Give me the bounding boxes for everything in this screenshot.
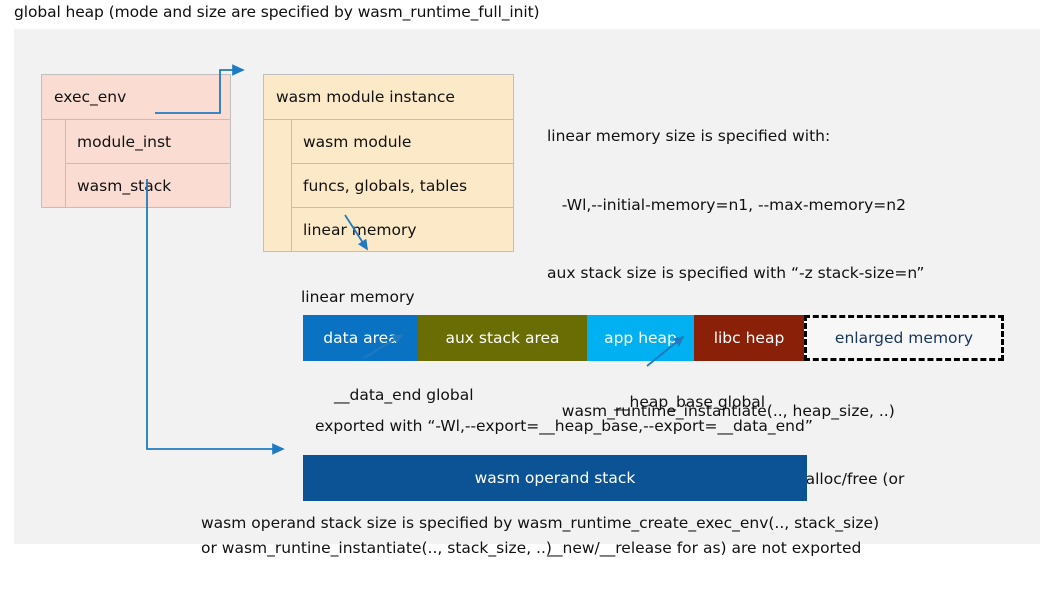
memory-segment-app-heap[interactable]: app heap — [587, 315, 694, 361]
diagram-panel: exec_env module_inst wasm_stack wasm mod… — [14, 29, 1040, 557]
memory-segment-data-area[interactable]: data area — [303, 315, 418, 361]
linear-memory-bar: data area aux stack area app heap libc h… — [303, 315, 1004, 361]
linear-memory-title: linear memory — [301, 288, 415, 306]
note-line: wasm_runtime_instantiate(.., heap_size, … — [547, 401, 895, 420]
linear-memory-row-label: linear memory — [303, 220, 417, 239]
memory-segment-libc-heap[interactable]: libc heap — [694, 315, 804, 361]
diagram-canvas: global heap (mode and size are specified… — [14, 3, 1040, 557]
note-line: linear memory size is specified with: — [547, 126, 831, 145]
module-inst-label: module_inst — [77, 132, 172, 151]
operand-stack-note: wasm operand stack size is specified by … — [201, 511, 879, 561]
data-end-annotation: __data_end global — [334, 386, 474, 404]
global-heap-caption: global heap (mode and size are specified… — [14, 3, 540, 21]
note-line: aux stack size is specified with “-z sta… — [547, 264, 925, 283]
exported-with-annotation: exported with “-Wl,--export=__heap_base,… — [315, 417, 813, 435]
note-line: -Wl,--initial-memory=n1, --max-memory=n2 — [547, 195, 906, 214]
operand-note-line: or wasm_runtine_instantiate(.., stack_si… — [201, 539, 552, 557]
exec-env-group: exec_env module_inst wasm_stack — [41, 74, 231, 208]
wasm-operand-stack-box[interactable]: wasm operand stack — [303, 455, 807, 501]
exec-env-row-wasm-stack[interactable]: wasm_stack — [65, 163, 231, 208]
operand-note-line: wasm operand stack size is specified by … — [201, 514, 880, 532]
wasm-module-instance-label: wasm module instance — [276, 88, 455, 106]
wasm-module-label: wasm module — [303, 132, 412, 151]
funcs-globals-tables-label: funcs, globals, tables — [303, 176, 468, 195]
exec-env-row-module-inst[interactable]: module_inst — [65, 119, 231, 164]
wasm-operand-stack-label: wasm operand stack — [474, 469, 636, 487]
memory-segment-enlarged-memory[interactable]: enlarged memory — [804, 315, 1004, 361]
exec-env-label: exec_env — [54, 88, 127, 106]
memory-segment-aux-stack-area[interactable]: aux stack area — [418, 315, 587, 361]
module-instance-row-wasm-module[interactable]: wasm module — [291, 119, 514, 164]
heap-base-annotation: __heap_base global — [614, 393, 766, 411]
wasm-module-instance-box[interactable]: wasm module instance — [263, 74, 514, 120]
wasm-stack-label: wasm_stack — [77, 176, 172, 195]
wasm-module-instance-group: wasm module instance wasm module funcs, … — [263, 74, 514, 252]
exec-env-box[interactable]: exec_env — [41, 74, 231, 120]
module-instance-row-linear-memory[interactable]: linear memory — [291, 207, 514, 252]
module-instance-row-funcs-globals-tables[interactable]: funcs, globals, tables — [291, 163, 514, 208]
